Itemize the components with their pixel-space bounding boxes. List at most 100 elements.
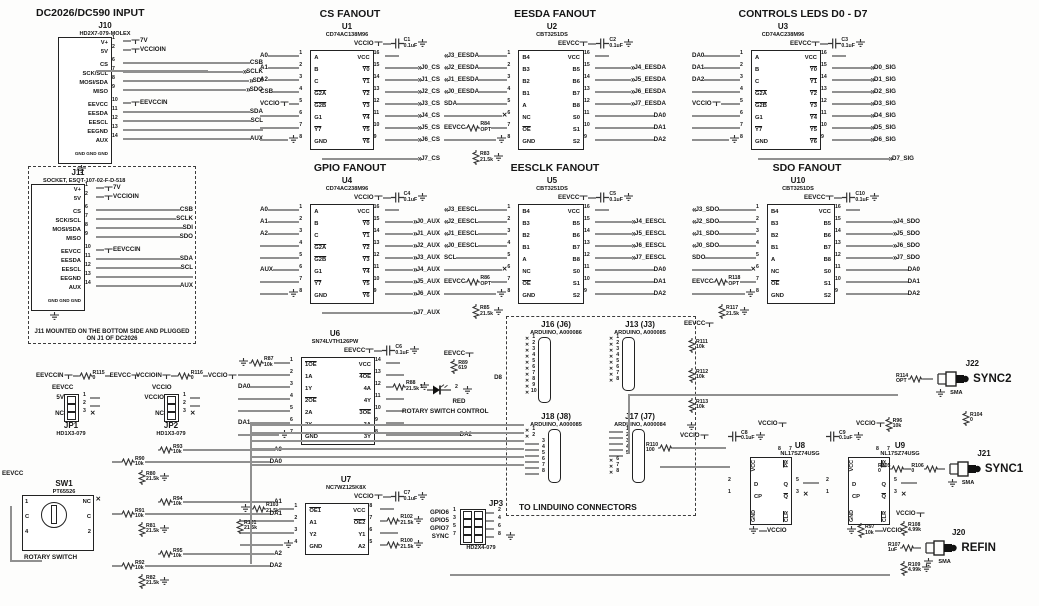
net-label: VCCIO [260, 99, 280, 107]
right-net-row: DA2 [594, 288, 666, 300]
tee-icon [104, 248, 113, 253]
pin-number: 15 [373, 61, 380, 68]
component-refdes: R97 [865, 524, 875, 531]
wire [288, 102, 300, 105]
ground-icon [623, 193, 634, 202]
net-label: CSB [249, 59, 263, 67]
wire [820, 42, 829, 45]
wire [384, 292, 414, 295]
pin-name-left: GND [522, 138, 536, 145]
wire [240, 531, 295, 534]
wire [609, 430, 623, 433]
wire [384, 244, 414, 247]
jumper-partnumber: HD1X3-079 [156, 430, 186, 437]
pin-name-left: B1 [771, 244, 779, 251]
component-refdes: R85 [480, 305, 490, 312]
net-label: D4_SIG [873, 111, 896, 119]
wire [594, 138, 654, 141]
net-label: D7_SIG [891, 154, 914, 162]
pin-name-right: Y2 [362, 90, 370, 97]
pin-name-right: S0 [823, 268, 831, 275]
arrow-out-icon: » [870, 122, 876, 132]
wire [719, 232, 756, 235]
divider-top: VCCIO [896, 508, 1036, 520]
left-net-row: SDO [692, 252, 756, 264]
left-net-row [240, 515, 295, 527]
pin-name-right: S1 [572, 280, 580, 287]
net-label: DA0 [692, 51, 705, 59]
pin-name-right: 3Y [363, 433, 371, 440]
tee-icon [705, 321, 714, 327]
wire [96, 187, 104, 190]
wire [594, 232, 632, 235]
wire [123, 89, 247, 92]
net-label: D6_SIG [873, 135, 896, 143]
connector-pin-row: MISO [62, 88, 108, 97]
wire [588, 42, 597, 45]
switch-pin-label: NC [82, 498, 91, 505]
pin-name-right: Y1 [809, 78, 817, 85]
net-label: D0_SIG [873, 63, 896, 71]
jumper-header-label: EEVCC [52, 383, 74, 391]
wire [609, 448, 623, 451]
connector-pin-row: 1 [609, 426, 632, 435]
ic-partnumber: CBT3251DS [782, 185, 814, 192]
component-refdes: R111 [696, 338, 708, 345]
net-label: SCLK [246, 68, 263, 76]
wire [386, 361, 400, 364]
bottom-rail-cluster: VCCIO [748, 525, 826, 537]
wire [72, 375, 78, 377]
connector-body: ✕1✕2✕3✕4✕5✕6✕7✕8 [609, 334, 677, 391]
wire [758, 157, 889, 160]
pin-number: 7 [542, 461, 545, 468]
pin-number: 5 [532, 357, 536, 364]
net-row: EEVCCIN [123, 99, 263, 108]
wire [692, 138, 729, 141]
pin-name-right: S1 [572, 126, 580, 133]
pin-number: 7 [452, 530, 456, 537]
no-connect-icon: ✕ [95, 495, 101, 503]
wire [96, 227, 183, 230]
pin-number: 3 [452, 514, 456, 521]
left-net-row [238, 369, 290, 381]
pin-name-left: B3 [522, 66, 530, 73]
pin-name: MISO [66, 236, 81, 243]
connector-pin-row: ✕7 [525, 370, 538, 379]
tee-icon [916, 511, 925, 517]
no-connect-icon: ✕ [525, 434, 530, 441]
net-label: J7_EESDA [634, 99, 666, 107]
component-refdes: R82 [146, 574, 156, 581]
arrow-out-icon: » [870, 74, 876, 84]
connector-body: ✕1✕2✕3✕4✕5✕6✕7✕8✕9✕10 [525, 334, 593, 403]
wire [491, 126, 508, 129]
wire [479, 78, 508, 81]
component-value: 21.5k [400, 519, 414, 526]
connector-pin-row: EEGND [35, 275, 81, 284]
pin-number: 11 [821, 109, 827, 116]
arrow-out-icon: » [417, 153, 423, 163]
net-label: DA0 [238, 382, 251, 390]
switch-pin-label: 4 [25, 528, 29, 535]
resistor-icon [251, 504, 266, 513]
component-value: OPT [728, 280, 739, 287]
arrow-out-icon: » [413, 307, 418, 317]
resistor-icon [688, 367, 696, 383]
pin-name: SCK/SCL [55, 218, 81, 225]
right-net-row: »J5_SDO [846, 228, 920, 240]
